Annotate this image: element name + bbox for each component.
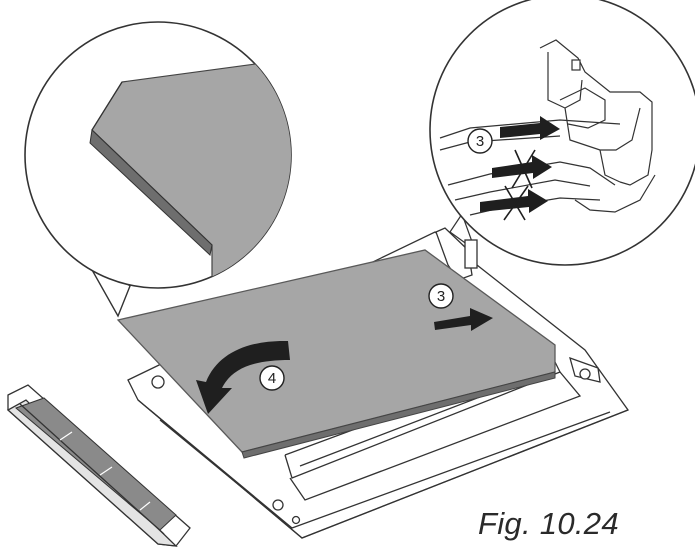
cross-out-mark-2: [504, 185, 526, 221]
zoom-circle-latch: 3: [429, 0, 695, 266]
callout-rotate-step: 4: [259, 365, 285, 391]
front-bezel: [6, 384, 191, 547]
panel-corner-thickness: [89, 128, 213, 256]
callout-zoom-step: 3: [467, 128, 493, 154]
rotate-arrow: [196, 340, 290, 414]
figure-caption: Fig. 10.24: [478, 506, 619, 541]
callout-slide-step: 3: [428, 283, 454, 309]
callout-rotate-step-label: 4: [268, 370, 276, 387]
zoom-circle-panel-edge: [24, 21, 292, 318]
cover-panel-thickness: [241, 371, 556, 459]
callout-zoom-step-label: 3: [476, 133, 484, 150]
latch-arrows: [480, 116, 560, 221]
callout-slide-step-label: 3: [437, 288, 445, 305]
correct-direction-arrow: [500, 116, 560, 140]
slide-arrow: [434, 308, 493, 331]
